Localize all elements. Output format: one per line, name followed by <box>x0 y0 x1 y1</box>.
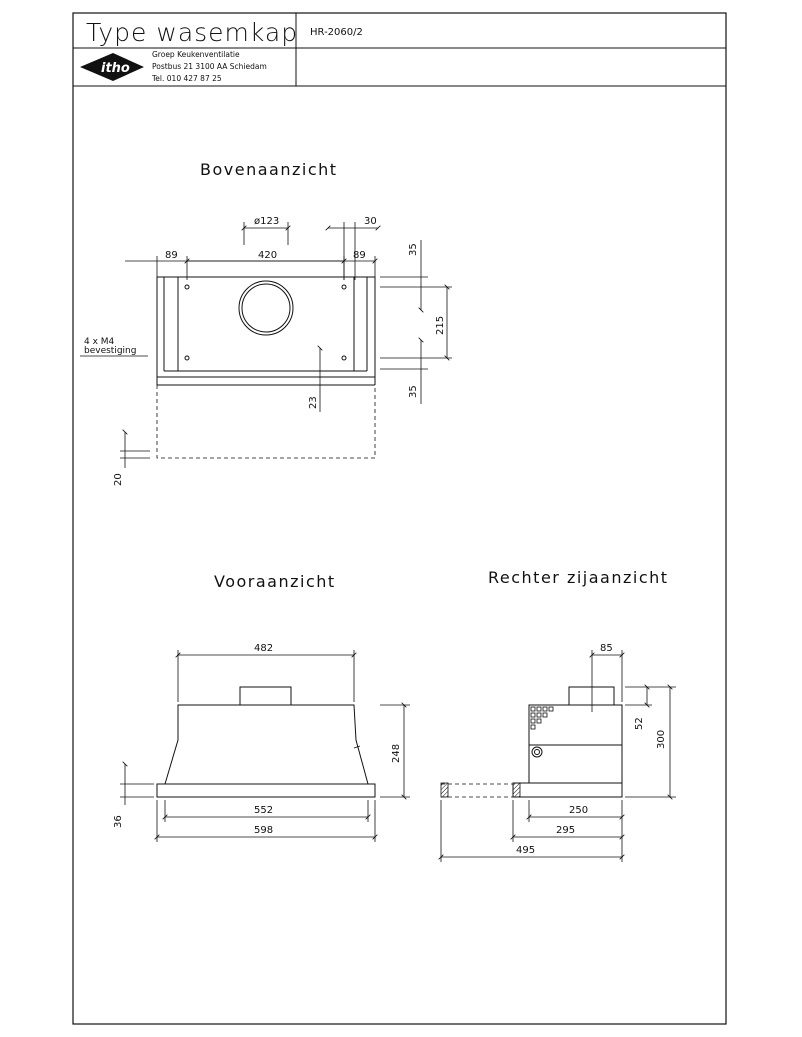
company-name: Groep Keukenventilatie <box>152 50 240 59</box>
dim-right-89: 89 <box>353 250 366 261</box>
model-number: HR-2060/2 <box>310 27 363 38</box>
dim-top-width-482: 482 <box>254 643 273 654</box>
front-view-title: Vooraanzicht <box>214 572 336 591</box>
dim-depth-215: 215 <box>435 316 446 335</box>
dim-total-width-598: 598 <box>254 825 273 836</box>
company-address: Postbus 21 3100 AA Schiedam <box>152 62 267 71</box>
dim-offset-30: 30 <box>364 216 377 227</box>
dim-duct-offset-85: 85 <box>600 643 613 654</box>
dim-depth-250: 250 <box>569 805 588 816</box>
top-view-title: Bovenaanzicht <box>200 160 338 179</box>
company-phone: Tel. 010 427 87 25 <box>151 74 222 83</box>
drawing-title: Type wasemkap <box>86 18 298 47</box>
dim-front-23: 23 <box>308 396 319 409</box>
dim-height-248: 248 <box>391 744 402 763</box>
dim-duct-diameter: ø123 <box>254 216 279 227</box>
grille-pattern <box>530 706 554 730</box>
side-view-title: Rechter zijaanzicht <box>488 568 669 587</box>
front-view: Vooraanzicht 482 248 552 598 36 <box>113 572 410 842</box>
fixing-note-line2: bevestiging <box>84 346 136 356</box>
dim-top-35: 35 <box>408 243 419 256</box>
dim-extension-20: 20 <box>113 473 124 486</box>
dim-duct-height-52: 52 <box>634 717 645 730</box>
dim-plate-36: 36 <box>113 815 124 828</box>
itho-logo: itho <box>80 53 144 81</box>
side-view: Rechter zijaanzicht 85 52 <box>441 568 676 862</box>
logo-text: itho <box>101 61 130 76</box>
title-block: Type wasemkap HR-2060/2 itho Groep Keuke… <box>72 12 727 1025</box>
top-view: Bovenaanzicht ø123 30 <box>80 160 452 486</box>
duct-opening <box>238 280 294 336</box>
dim-depth-495: 495 <box>516 845 535 856</box>
dim-depth-295: 295 <box>556 825 575 836</box>
fixing-holes <box>184 284 347 361</box>
dim-bottom-35: 35 <box>408 385 419 398</box>
dim-middle-420: 420 <box>258 250 277 261</box>
control-knob <box>531 746 543 758</box>
dim-inner-width-552: 552 <box>254 805 273 816</box>
fixing-note-line1: 4 x M4 <box>84 337 115 347</box>
dim-total-height-300: 300 <box>656 730 667 749</box>
dim-left-89: 89 <box>165 250 178 261</box>
